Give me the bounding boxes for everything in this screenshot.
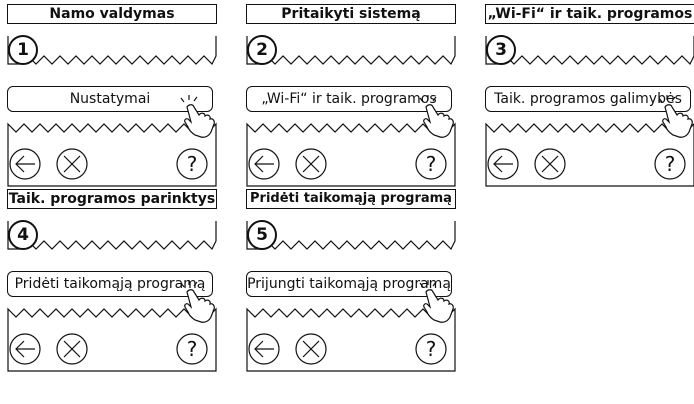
- screen-title: „Wi-Fi“ ir taik. programos: [485, 4, 694, 24]
- help-question-icon[interactable]: [176, 333, 208, 365]
- step-panel-1: Namo valdymas 1 Nustatymai ?: [7, 4, 229, 200]
- help-question-icon[interactable]: [415, 333, 447, 365]
- pointing-hand-icon: [180, 280, 215, 323]
- help-symbol: ?: [186, 337, 198, 361]
- menu-button[interactable]: Taik. programos galimybės: [485, 86, 691, 112]
- pointing-hand-icon: [180, 95, 215, 138]
- menu-button[interactable]: Pridėti taikomąją programą: [7, 271, 213, 297]
- back-arrow-icon[interactable]: [9, 333, 41, 365]
- help-question-icon[interactable]: [654, 148, 686, 180]
- help-question-icon[interactable]: [176, 148, 208, 180]
- menu-button[interactable]: „Wi-Fi“ ir taik. programos: [246, 86, 452, 112]
- back-arrow-icon[interactable]: [248, 148, 280, 180]
- help-question-icon[interactable]: [415, 148, 447, 180]
- pointing-hand-icon: [658, 95, 693, 138]
- cancel-x-icon[interactable]: [534, 148, 566, 180]
- step-panel-3: „Wi-Fi“ ir taik. programos 3 Taik. progr…: [485, 4, 694, 200]
- back-arrow-icon[interactable]: [248, 333, 280, 365]
- screen-title: Pritaikyti sistemą: [246, 4, 456, 24]
- step-number: 4: [8, 220, 38, 250]
- pointing-hand-icon: [419, 95, 454, 138]
- step-panel-4: Taik. programos parinktys 4 Pridėti taik…: [7, 189, 229, 385]
- back-arrow-icon[interactable]: [9, 148, 41, 180]
- screen-title: Pridėti taikomąją programą: [246, 189, 456, 209]
- step-number: 5: [247, 220, 277, 250]
- step-panel-5: Pridėti taikomąją programą 5 Prijungti t…: [246, 189, 468, 385]
- help-symbol: ?: [425, 337, 437, 361]
- help-symbol: ?: [425, 152, 437, 176]
- back-arrow-icon[interactable]: [487, 148, 519, 180]
- cancel-x-icon[interactable]: [56, 333, 88, 365]
- step-number: 2: [247, 35, 277, 65]
- step-panel-2: Pritaikyti sistemą 2 „Wi-Fi“ ir taik. pr…: [246, 4, 468, 200]
- help-symbol: ?: [186, 152, 198, 176]
- menu-button[interactable]: Nustatymai: [7, 86, 213, 112]
- pointing-hand-icon: [419, 280, 454, 323]
- cancel-x-icon[interactable]: [56, 148, 88, 180]
- screen-title: Taik. programos parinktys: [7, 189, 217, 209]
- cancel-x-icon[interactable]: [295, 333, 327, 365]
- cancel-x-icon[interactable]: [295, 148, 327, 180]
- step-number: 1: [8, 35, 38, 65]
- screen-title: Namo valdymas: [7, 4, 217, 24]
- step-number: 3: [486, 35, 516, 65]
- help-symbol: ?: [664, 152, 676, 176]
- menu-button[interactable]: Prijungti taikomąją programą: [246, 271, 452, 297]
